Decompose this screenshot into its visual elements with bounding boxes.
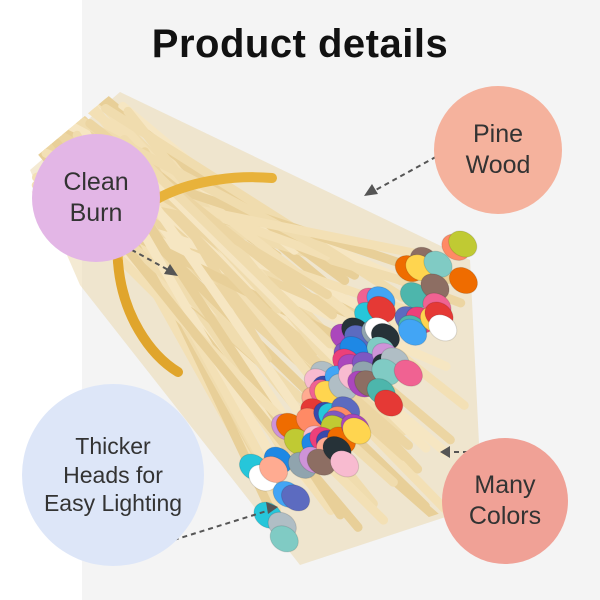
match-head — [269, 525, 299, 553]
callout-pine-wood: Pine Wood — [434, 86, 562, 214]
match-head — [398, 318, 428, 346]
callout-clean-burn: Clean Burn — [32, 134, 160, 262]
match-head — [393, 359, 423, 387]
match-head — [329, 450, 360, 478]
callout-thicker-heads: Thicker Heads for Easy Lighting — [22, 384, 204, 566]
callout-many-colors: Many Colors — [442, 438, 568, 564]
page-title: Product details — [151, 22, 449, 66]
match-head — [448, 266, 478, 295]
match-head — [258, 455, 289, 484]
match-head — [374, 389, 404, 417]
arrow-pine-wood — [364, 147, 453, 196]
match-head — [280, 484, 311, 512]
match-head — [428, 314, 458, 342]
match-heads — [238, 230, 478, 553]
match-head — [342, 417, 372, 445]
match-head — [448, 230, 478, 258]
